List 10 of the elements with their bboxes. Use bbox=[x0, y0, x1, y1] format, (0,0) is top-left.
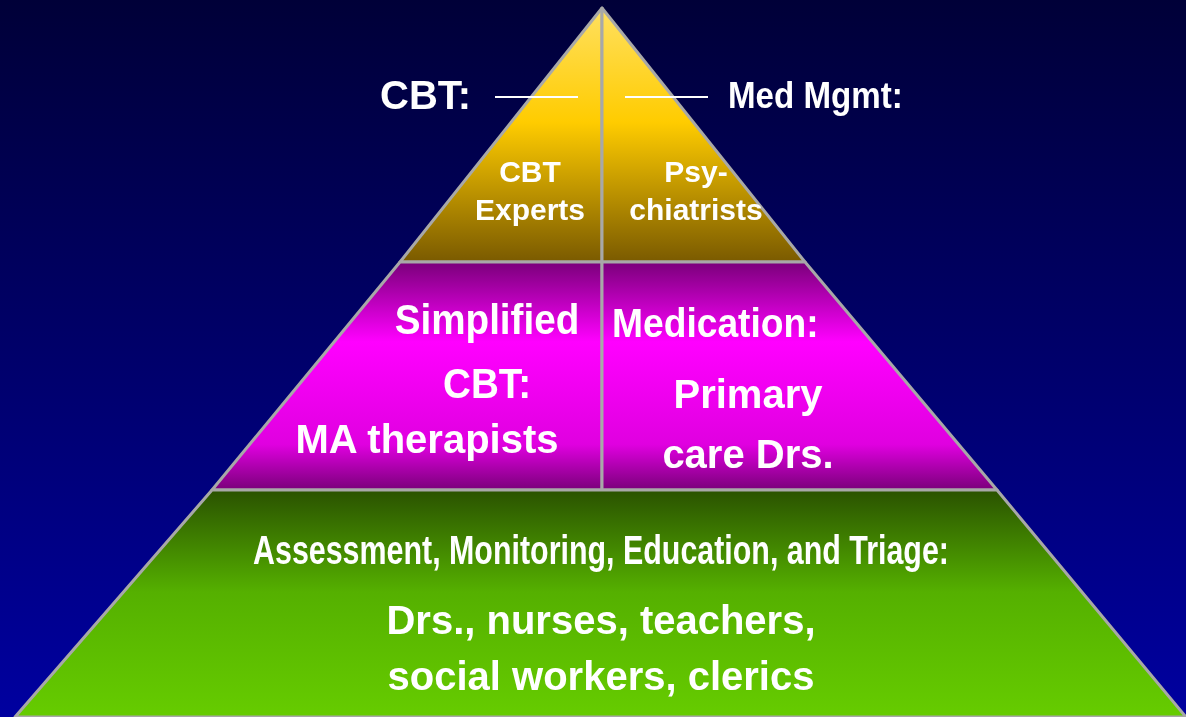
tier-heading: CBT: bbox=[380, 72, 473, 118]
tier-text: Psy- chiatrists bbox=[628, 154, 764, 228]
tier-text: CBT Experts bbox=[473, 154, 587, 228]
tier-heading: Assessment, Monitoring, Education, and Triage: bbox=[252, 527, 950, 574]
tier-heading: Simplified CBT: bbox=[393, 295, 581, 409]
tier-text: Drs., nurses, teachers, social workers, clerics bbox=[385, 597, 817, 700]
tier-heading: Medication: bbox=[612, 300, 820, 347]
tier-text: MA therapists bbox=[294, 416, 560, 463]
tier-heading: Med Mgmt: bbox=[728, 74, 904, 118]
tier-text: Primary care Drs. bbox=[661, 371, 835, 478]
